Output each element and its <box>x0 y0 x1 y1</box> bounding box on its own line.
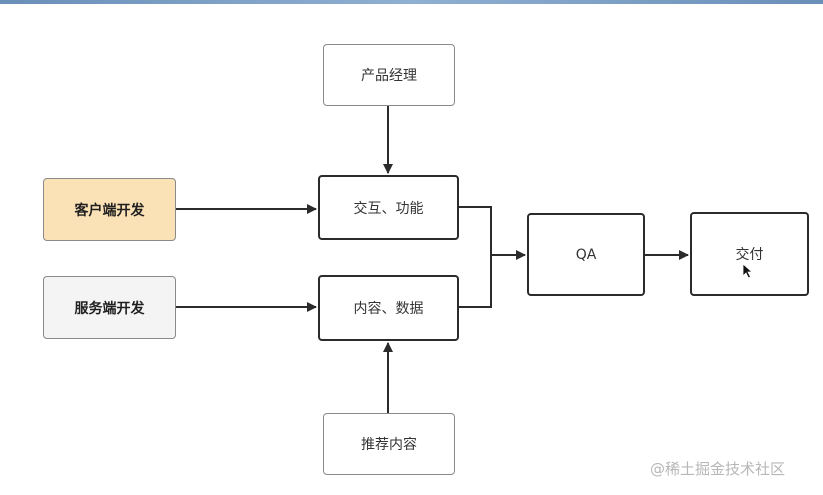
connector-content-to-merge <box>459 255 492 308</box>
node-qa-label: QA <box>575 246 597 263</box>
node-client-dev: 客户端开发 <box>43 178 176 241</box>
connector-interaction-to-merge <box>459 206 492 255</box>
node-qa: QA <box>527 213 645 296</box>
mouse-cursor-icon <box>742 263 754 279</box>
top-accent-bar <box>0 0 823 4</box>
node-delivery-label: 交付 <box>735 247 764 263</box>
node-server-dev-label: 服务端开发 <box>74 300 145 317</box>
node-delivery: 交付 <box>690 212 809 296</box>
node-recommended-content-label: 推荐内容 <box>361 437 417 453</box>
node-product-manager-label: 产品经理 <box>361 68 417 84</box>
node-interaction-function-label: 交互、功能 <box>353 200 424 217</box>
watermark-text: @稀土掘金技术社区 <box>650 460 786 478</box>
node-interaction-function: 交互、功能 <box>318 175 459 240</box>
node-product-manager: 产品经理 <box>323 44 455 106</box>
node-content-data: 内容、数据 <box>318 275 459 341</box>
node-server-dev: 服务端开发 <box>43 276 176 339</box>
node-content-data-label: 内容、数据 <box>353 301 424 317</box>
node-client-dev-label: 客户端开发 <box>74 202 145 219</box>
node-recommended-content: 推荐内容 <box>323 413 455 475</box>
